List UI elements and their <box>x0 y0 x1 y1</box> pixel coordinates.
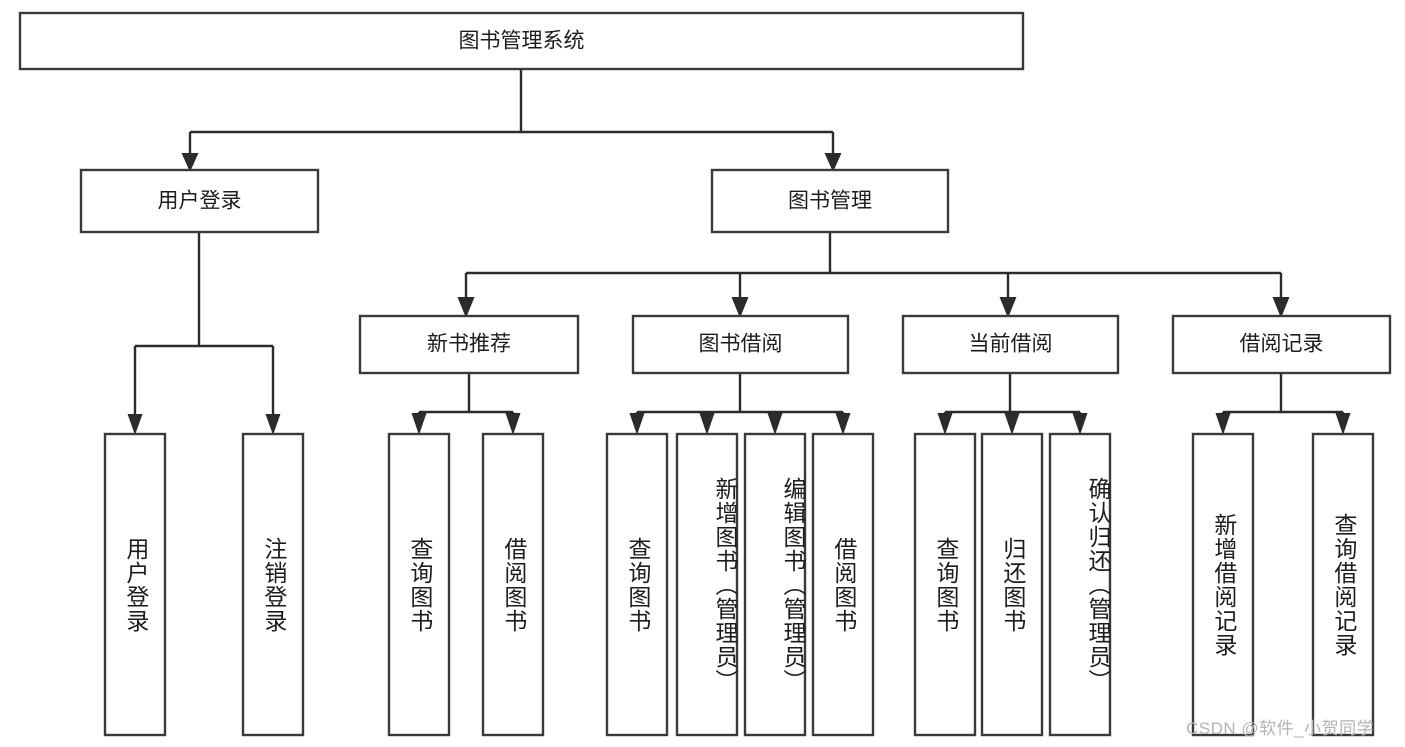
node-book-management[interactable]: 图书管理 <box>710 168 950 234</box>
leaf-box[interactable] <box>1311 432 1375 737</box>
leaf-box[interactable] <box>481 432 545 737</box>
node-label-new-book-recommend: 新书推荐 <box>427 333 511 356</box>
node-label-current-borrow: 当前借阅 <box>969 333 1053 356</box>
leaf-box[interactable] <box>811 432 875 737</box>
node-label-book-management: 图书管理 <box>788 190 872 213</box>
edge-current-borrow-to-leaves <box>937 373 1088 435</box>
csdn-watermark: CSDN @软件_小贺同学 <box>1186 719 1375 738</box>
edge-book-mgmt-to-level3 <box>457 232 1290 318</box>
leaf-box[interactable] <box>1048 432 1112 737</box>
leaf-box[interactable] <box>387 432 451 737</box>
leaf-boxes <box>103 432 1375 737</box>
node-label-root: 图书管理系统 <box>459 30 585 53</box>
leaf-box[interactable] <box>980 432 1044 737</box>
node-current-borrow[interactable]: 当前借阅 <box>901 314 1120 375</box>
leaf-box[interactable] <box>913 432 977 737</box>
node-root-system[interactable]: 图书管理系统 <box>18 11 1025 71</box>
leaf-box[interactable] <box>1191 432 1255 737</box>
leaf-box[interactable] <box>743 432 807 737</box>
edge-user-login-to-leaves <box>127 232 281 435</box>
node-user-login[interactable]: 用户登录 <box>79 168 320 234</box>
node-new-book-recommend[interactable]: 新书推荐 <box>358 314 580 375</box>
leaf-box[interactable] <box>675 432 739 737</box>
node-borrow-record[interactable]: 借阅记录 <box>1171 314 1392 375</box>
edge-root-to-level2 <box>181 69 842 172</box>
node-label-book-borrow: 图书借阅 <box>699 333 783 356</box>
leaf-box[interactable] <box>605 432 669 737</box>
edge-new-book-rec-to-leaves <box>411 373 521 435</box>
edge-book-borrow-to-leaves <box>629 373 851 435</box>
leaf-box[interactable] <box>241 432 305 737</box>
node-label-user-login: 用户登录 <box>158 190 242 213</box>
node-book-borrow[interactable]: 图书借阅 <box>631 314 850 375</box>
node-label-borrow-record: 借阅记录 <box>1240 333 1324 356</box>
leaf-box[interactable] <box>103 432 167 737</box>
edge-borrow-record-to-leaves <box>1215 373 1351 435</box>
